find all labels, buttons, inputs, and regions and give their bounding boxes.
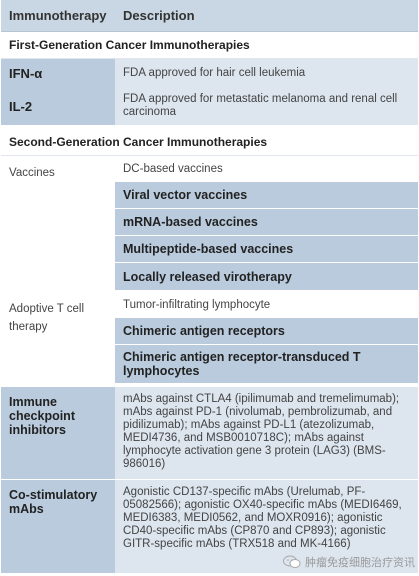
- watermark-text: 肿瘤免疫细胞治疗资讯: [305, 557, 415, 569]
- adoptive-descriptions: Tumor-infiltrating lymphocyte Chimeric a…: [115, 292, 418, 383]
- row-checkpoint: Immune checkpoint inhibitors mAbs agains…: [1, 387, 418, 479]
- vaccine-mrna: mRNA-based vaccines: [115, 209, 418, 236]
- ifn-alpha-name: IFN-α: [1, 59, 115, 87]
- ifn-alpha-desc: FDA approved for hair cell leukemia: [123, 66, 306, 79]
- adoptive-label-cell: Adoptive T cell therapy: [1, 292, 115, 383]
- vaccine-viral-vector: Viral vector vaccines: [115, 182, 418, 209]
- checkpoint-desc: mAbs against CTLA4 (ipilimumab and treme…: [123, 393, 400, 470]
- adoptive-car-t: Chimeric antigen receptor-transduced T l…: [115, 345, 418, 383]
- checkpoint-label: Immune checkpoint inhibitors: [1, 387, 115, 479]
- il2-name: IL-2: [1, 87, 115, 125]
- vaccine-multipeptide: Multipeptide-based vaccines: [115, 236, 418, 263]
- il2-desc: FDA approved for metastatic melanoma and…: [123, 93, 398, 118]
- adoptive-block: Adoptive T cell therapy Tumor-infiltrati…: [1, 292, 418, 383]
- costim-label: Co-stimulatory mAbs: [1, 480, 115, 573]
- vaccines-label-cell: Vaccines: [1, 156, 115, 290]
- row-il2: IL-2 FDA approved for metastatic melanom…: [1, 87, 418, 125]
- table-header: Immunotherapy Description: [1, 0, 418, 32]
- section-first-generation: First-Generation Cancer Immunotherapies: [1, 32, 418, 59]
- header-description: Description: [123, 8, 195, 23]
- section-second-generation: Second-Generation Cancer Immunotherapies: [1, 129, 418, 156]
- vaccine-virotherapy: Locally released virotherapy: [115, 263, 418, 290]
- vaccines-label: Vaccines: [9, 167, 55, 179]
- wechat-icon: [283, 555, 301, 568]
- adoptive-car: Chimeric antigen receptors: [115, 318, 418, 345]
- watermark: 肿瘤免疫细胞治疗资讯: [282, 554, 415, 570]
- vaccines-block: Vaccines DC-based vaccines Viral vector …: [1, 156, 418, 290]
- header-immunotherapy: Immunotherapy: [9, 8, 107, 23]
- row-costim: Co-stimulatory mAbs Agonistic CD137-spec…: [1, 480, 418, 573]
- costim-desc: Agonistic CD137-specific mAbs (Urelumab,…: [123, 486, 402, 550]
- row-ifn-alpha: IFN-α FDA approved for hair cell leukemi…: [1, 59, 418, 87]
- adoptive-label: Adoptive T cell therapy: [9, 303, 85, 333]
- vaccines-descriptions: DC-based vaccines Viral vector vaccines …: [115, 156, 418, 290]
- adoptive-til: Tumor-infiltrating lymphocyte: [123, 298, 271, 311]
- vaccine-dc-based: DC-based vaccines: [123, 162, 223, 175]
